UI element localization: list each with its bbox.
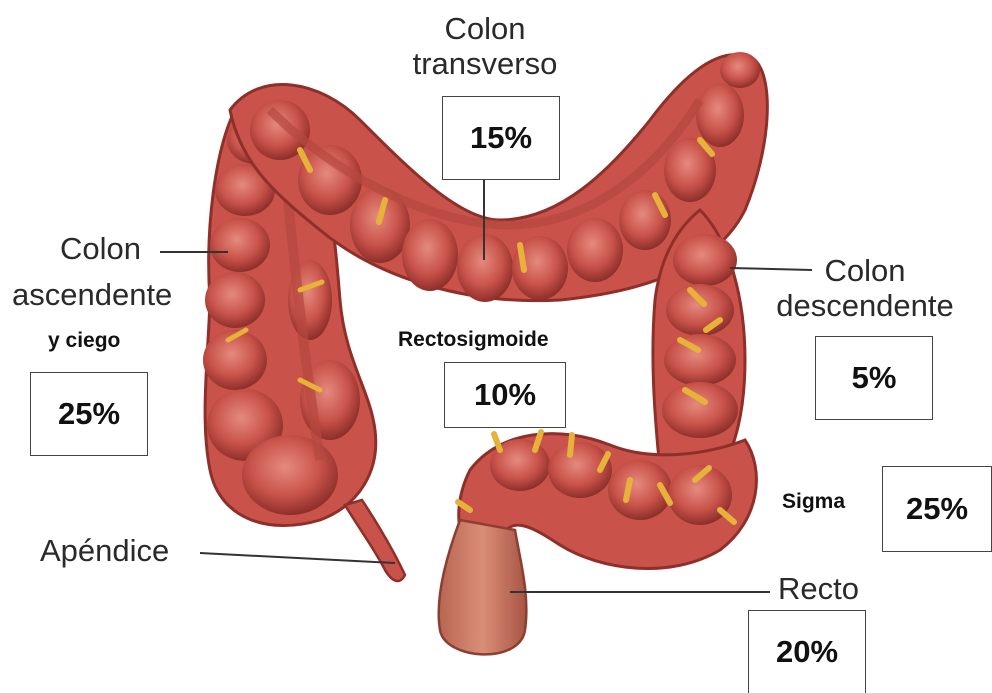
percent-box-rectosigmoide: 10% [444,362,566,428]
label-colon-transverso-line1: Colon [400,12,570,47]
percent-descendente: 5% [852,360,897,396]
percent-rectosigmoide: 10% [474,377,536,413]
percent-box-ascendente: 25% [30,372,148,456]
label-recto-text: Recto [778,571,859,606]
label-colon-ascendente-line3: y ciego [48,329,120,352]
label-colon-descendente-line1: Colon [760,254,970,289]
label-colon-ascendente-line2-wrap: ascendente [12,278,172,313]
leader-line-apendice [200,553,395,563]
label-y-ciego: y ciego [48,329,120,353]
label-colon-transverso-line2: transverso [400,47,570,82]
percent-box-recto: 20% [748,610,866,693]
percent-transverso: 15% [470,120,532,156]
percent-ascendente: 25% [58,396,120,432]
percent-box-sigma: 25% [882,466,992,552]
label-colon-ascendente-line1: Colon [60,232,210,267]
label-sigma: Sigma [782,490,845,514]
label-colon-ascendente: Colon [60,232,210,267]
label-rectosigmoide: Rectosigmoide [398,328,549,352]
label-colon-descendente-line2: descendente [760,289,970,324]
label-sigma-text: Sigma [782,490,845,513]
percent-box-transverso: 15% [442,96,560,180]
label-recto: Recto [778,572,859,607]
rectum-shape [439,520,527,654]
label-colon-ascendente-line2: ascendente [12,278,172,313]
percent-box-descendente: 5% [815,336,933,420]
label-colon-transverso: Colon transverso [400,12,570,81]
label-apendice-text: Apéndice [40,533,169,568]
label-colon-descendente: Colon descendente [760,254,970,323]
label-rectosigmoide-text: Rectosigmoide [398,328,549,351]
percent-recto: 20% [776,634,838,670]
appendix-shape [345,500,405,581]
percent-sigma: 25% [906,491,968,527]
label-apendice: Apéndice [40,534,169,569]
